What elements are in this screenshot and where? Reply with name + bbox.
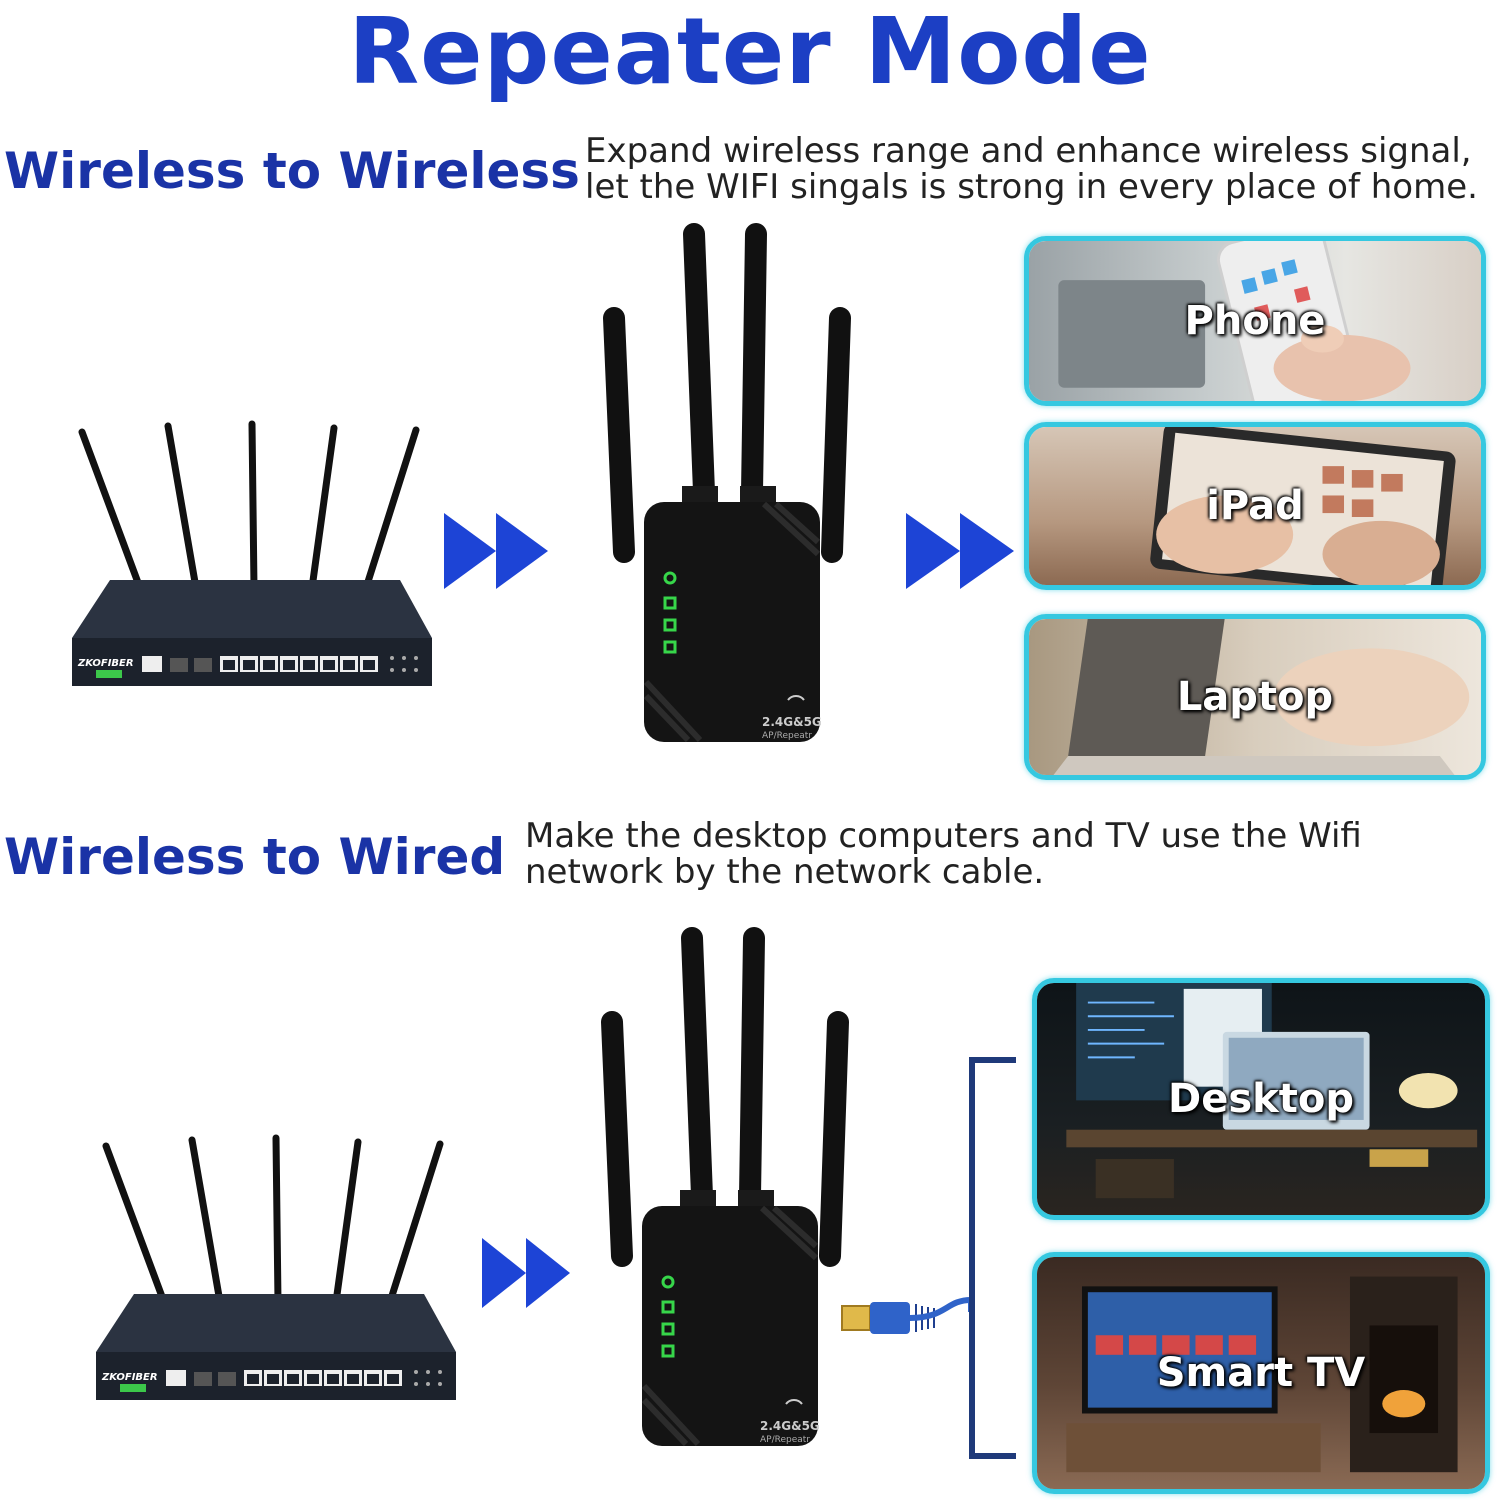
router-brand-label: ZKOFIBER bbox=[77, 658, 134, 669]
description-line: network by the network cable. bbox=[525, 852, 1045, 892]
router-image: ZKOFIBER bbox=[96, 1134, 456, 1400]
repeater-mode-label: AP/Repeatr bbox=[762, 731, 812, 741]
repeater-band-label: 2.4G&5G bbox=[760, 1419, 820, 1433]
device-label-laptop: Laptop bbox=[1176, 674, 1334, 720]
description-line: Make the desktop computers and TV use th… bbox=[525, 816, 1362, 856]
device-label-smart-tv: Smart TV bbox=[1156, 1350, 1366, 1396]
device-label-ipad: iPad bbox=[1206, 483, 1304, 529]
repeater-mode-label: AP/Repeatr bbox=[760, 1435, 810, 1445]
bracket bbox=[969, 1057, 1016, 1459]
device-card-ipad: iPad bbox=[1024, 422, 1486, 590]
section-heading-wireless-to-wireless: Wireless to Wireless bbox=[4, 142, 580, 200]
smart-tv-photo bbox=[1066, 1276, 1458, 1473]
description-line: Expand wireless range and enhance wirele… bbox=[585, 131, 1472, 171]
description-line: let the WIFI singals is strong in every … bbox=[585, 167, 1478, 207]
wifi-icon bbox=[787, 695, 805, 701]
section-description-2: Make the desktop computers and TV use th… bbox=[525, 818, 1362, 890]
device-label-desktop: Desktop bbox=[1168, 1076, 1354, 1122]
laptop-photo bbox=[1053, 619, 1470, 775]
device-card-phone: Phone bbox=[1024, 236, 1486, 406]
phone-photo bbox=[1058, 241, 1411, 401]
section-heading-wireless-to-wired: Wireless to Wired bbox=[4, 828, 506, 886]
repeater-image: 2.4G&5G AP/Repeatr bbox=[603, 223, 851, 743]
repeater-band-label: 2.4G&5G bbox=[762, 715, 822, 729]
ipad-photo bbox=[1150, 427, 1456, 585]
section-description-1: Expand wireless range and enhance wirele… bbox=[585, 133, 1478, 205]
repeater-image: 2.4G&5G AP/Repeatr bbox=[601, 927, 849, 1447]
router-brand-label: ZKOFIBER bbox=[101, 1372, 158, 1383]
router-image: ZKOFIBER bbox=[72, 420, 432, 686]
arrow-right-icon bbox=[906, 513, 1014, 589]
desktop-photo bbox=[1066, 983, 1478, 1199]
device-card-smart-tv: Smart TV bbox=[1032, 1252, 1490, 1494]
arrow-right-icon bbox=[444, 513, 548, 589]
wifi-icon bbox=[785, 1399, 803, 1405]
arrow-right-icon bbox=[482, 1238, 570, 1308]
page-title: Repeater Mode bbox=[348, 0, 1152, 105]
device-card-laptop: Laptop bbox=[1024, 614, 1486, 780]
device-card-desktop: Desktop bbox=[1032, 978, 1490, 1220]
ethernet-cable-image bbox=[841, 1057, 1016, 1459]
device-label-phone: Phone bbox=[1184, 298, 1326, 344]
